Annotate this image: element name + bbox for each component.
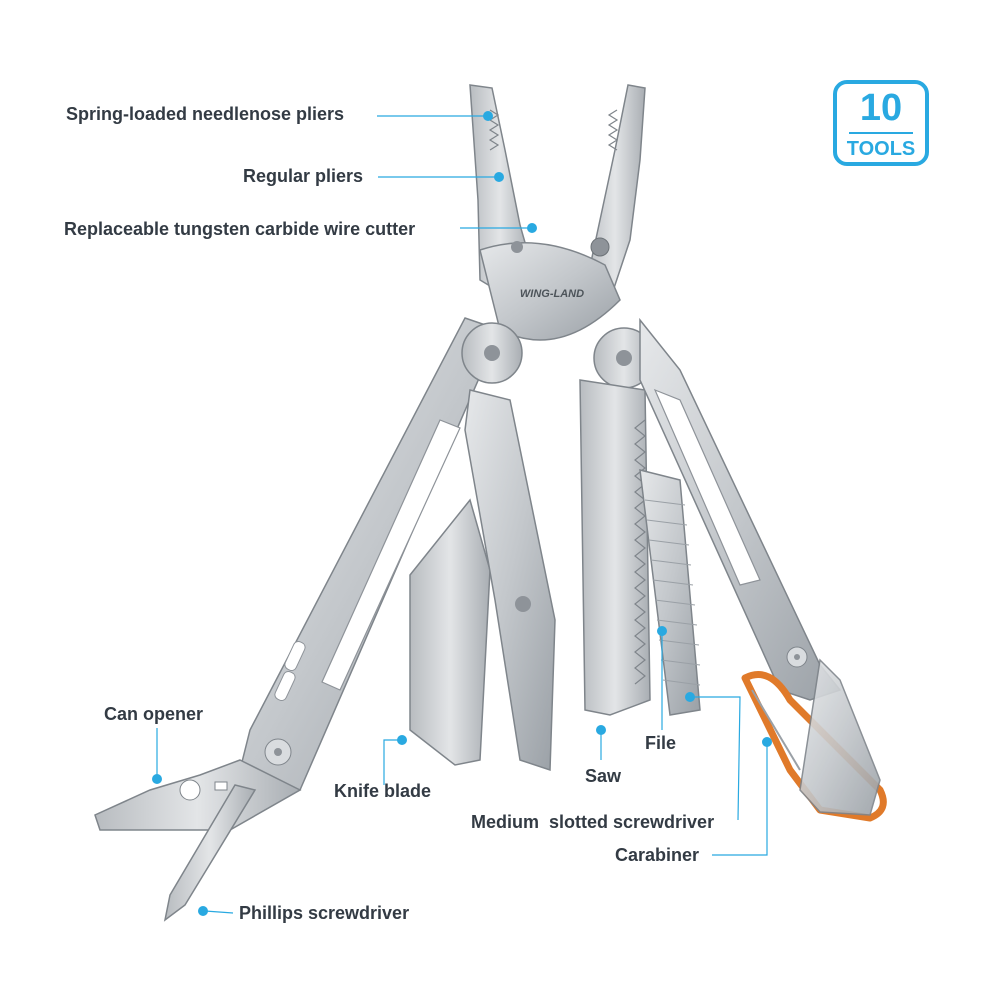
label-slotted-screwdriver: Medium slotted screwdriver xyxy=(471,812,715,832)
plier-jaws: WING-LAND xyxy=(469,84,646,341)
label-knife-blade: Knife blade xyxy=(334,781,432,801)
callout-lines xyxy=(156,115,768,914)
phillips-screwdriver-tool xyxy=(163,784,257,922)
tool-count-badge: 10 TOOLS xyxy=(833,80,929,166)
label-file: File xyxy=(645,733,677,753)
callout-dots xyxy=(152,111,772,916)
label-can-opener: Can opener xyxy=(104,704,204,724)
label-regular-pliers: Regular pliers xyxy=(243,166,364,186)
scissors-tool xyxy=(464,389,556,772)
saw-blade xyxy=(579,379,651,716)
label-saw: Saw xyxy=(585,766,622,786)
badge-divider xyxy=(849,132,913,134)
label-carabiner: Carabiner xyxy=(615,845,700,865)
label-wire-cutter: Replaceable tungsten carbide wire cutter xyxy=(64,219,416,239)
tool-count-number: 10 xyxy=(859,87,903,129)
carabiner xyxy=(741,658,887,822)
brand-logo: WING-LAND xyxy=(520,288,584,300)
label-phillips-screwdriver: Phillips screwdriver xyxy=(239,903,410,923)
knife-blade xyxy=(409,498,491,766)
can-opener-tool xyxy=(94,759,302,831)
right-handle xyxy=(639,317,842,701)
tool-count-word: TOOLS xyxy=(846,138,916,160)
label-needlenose-pliers: Spring-loaded needlenose pliers xyxy=(66,104,345,124)
